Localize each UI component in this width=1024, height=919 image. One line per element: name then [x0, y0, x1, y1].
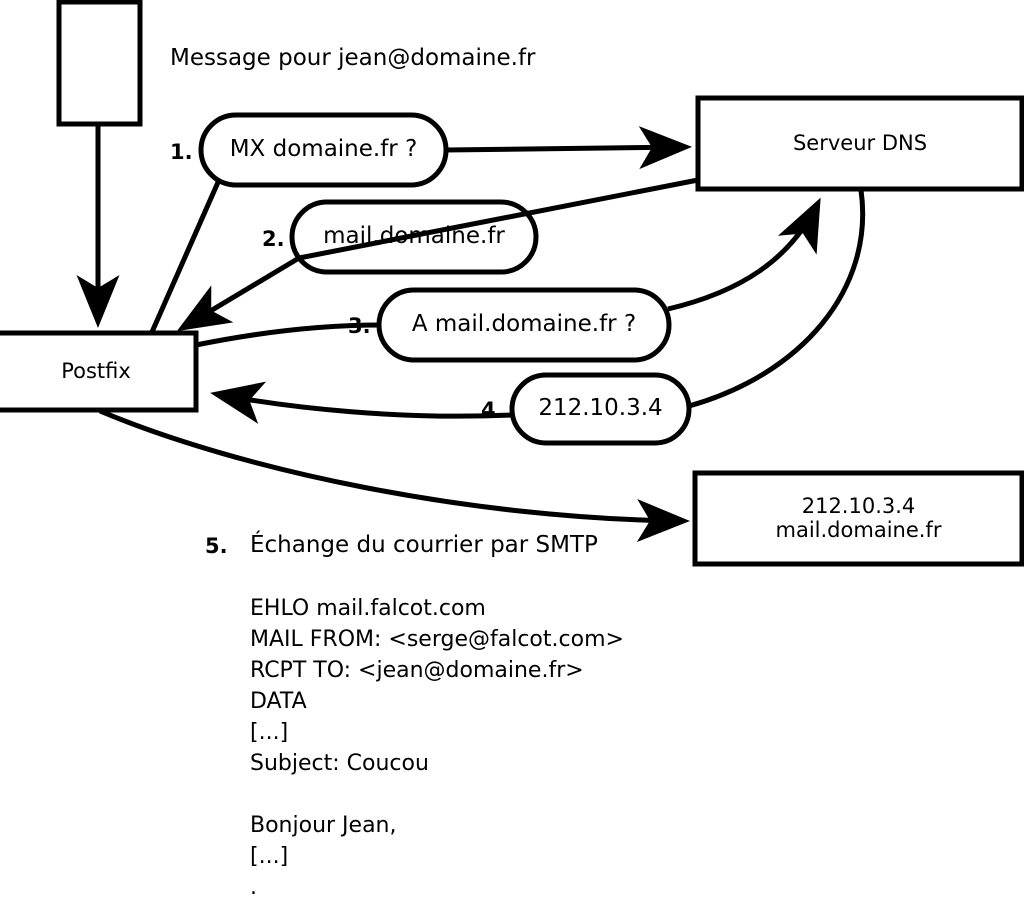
step-1-label: MX domaine.fr ? [229, 136, 418, 163]
mail-server-box [692, 470, 1024, 567]
mail-server-label-line2: mail.domaine.fr [775, 517, 942, 542]
smtp-line-blank [250, 782, 624, 813]
line-postfix-to-step3 [195, 322, 382, 348]
arrow-step2-to-postfix [176, 255, 301, 332]
dns-server-box [695, 95, 1024, 192]
arrow-step1-to-dns [445, 126, 692, 170]
mail-server-label-wrap: 212.10.3.4 mail.domaine.fr [695, 473, 1022, 564]
line-dns-to-step4 [688, 189, 866, 409]
step-2-label-wrap: mail.domaine.fr [292, 202, 536, 272]
step-2-number: 2. [262, 227, 285, 251]
smtp-line: MAIL FROM: <serge@falcot.com> [250, 627, 624, 652]
dns-server-label-wrap: Serveur DNS [698, 98, 1022, 189]
step-3-label-wrap: A mail.domaine.fr ? [379, 290, 669, 360]
dns-server-label: Serveur DNS [792, 130, 928, 155]
step-4-label: 212.10.3.4 [538, 395, 663, 422]
line-dns-to-step2 [298, 177, 699, 261]
step-1-number: 1. [170, 140, 193, 164]
step-4-label-wrap: 212.10.3.4 [512, 375, 689, 443]
smtp-line: DATA [250, 689, 307, 714]
smtp-line: EHLO mail.falcot.com [250, 596, 486, 621]
line-postfix-to-step1 [149, 178, 222, 334]
step-3-number: 3. [348, 314, 371, 338]
message-title-text: Message pour jean@domaine.fr [170, 45, 536, 71]
arrow-step3-to-dns [667, 197, 821, 312]
arrow-step4-to-postfix [210, 381, 513, 424]
smtp-transcript: EHLO mail.falcot.com MAIL FROM: <serge@f… [250, 596, 624, 906]
smtp-line: [...] [250, 720, 289, 745]
step-1-label-wrap: MX domaine.fr ? [201, 115, 446, 185]
smtp-line: Subject: Coucou [250, 751, 429, 776]
postfix-label: Postfix [61, 358, 131, 383]
smtp-line: [...] [250, 844, 289, 869]
step-5-number: 5. [205, 534, 228, 558]
step-4-bubble [509, 372, 692, 446]
smtp-line: Bonjour Jean, [250, 813, 397, 838]
postfix-label-wrap: Postfix [0, 333, 196, 410]
mail-server-label-line1: 212.10.3.4 [801, 493, 916, 518]
smtp-line: . [250, 875, 257, 900]
step-3-label: A mail.domaine.fr ? [411, 311, 637, 338]
step-4-number: 4. [481, 398, 504, 422]
smtp-line: RCPT TO: <jean@domaine.fr> [250, 658, 584, 683]
arrow-postfix-to-mailserver [99, 408, 690, 543]
mail-client-label [59, 2, 140, 124]
step-5-label: Échange du courrier par SMTP [250, 532, 598, 558]
step-2-label: mail.domaine.fr [323, 223, 505, 250]
postfix-box [0, 330, 199, 413]
